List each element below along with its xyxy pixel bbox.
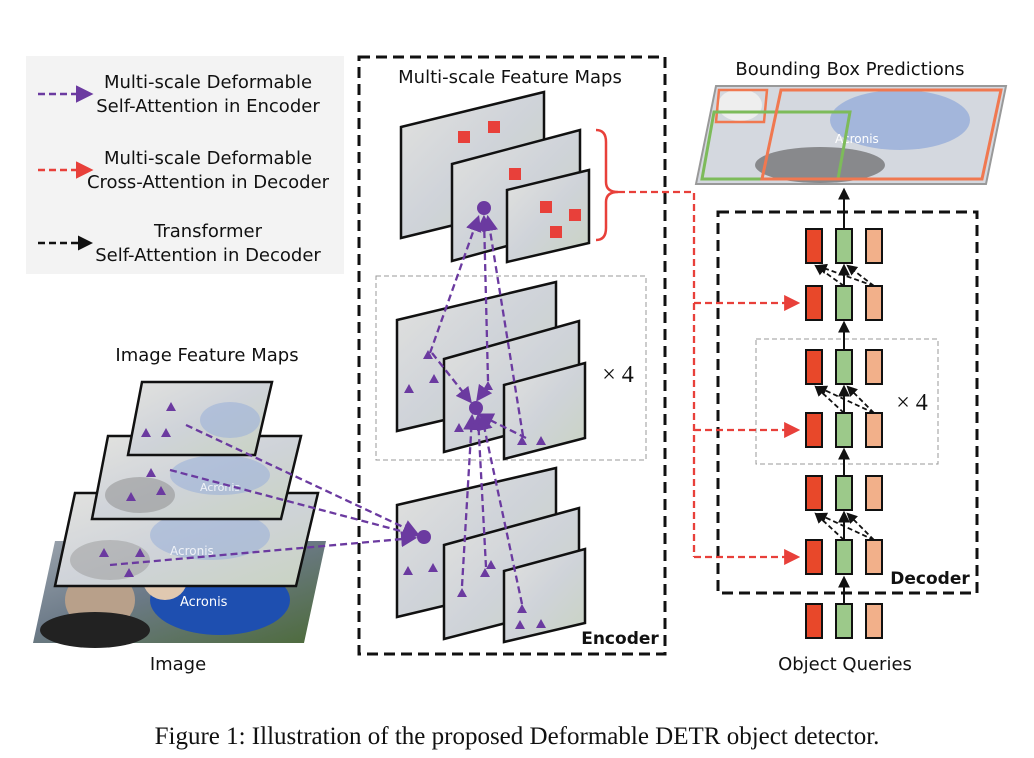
- object-queries-label: Object Queries: [778, 654, 912, 675]
- token-row: [805, 349, 883, 385]
- self-attention-arrows: [814, 263, 875, 541]
- bounding-box-predictions: Bounding Box Predictions Acronis: [694, 59, 1008, 185]
- encoder-label: Encoder: [581, 629, 659, 649]
- encoder-border: [357, 55, 667, 656]
- feature-maps-brace: [595, 128, 619, 242]
- cross-attention-arrows: [618, 190, 801, 566]
- figure-caption: Figure 1: Illustration of the proposed D…: [155, 723, 880, 750]
- feature-stack-middle: [395, 280, 587, 461]
- photo-logo-text: Acronis: [200, 481, 240, 494]
- photo-logo-text: Acronis: [180, 595, 228, 610]
- image-feature-maps-label: Image Feature Maps: [115, 345, 298, 366]
- legend-item-cross-attention: Multi-scale Deformable Cross-Attention i…: [38, 148, 330, 193]
- token-row: [805, 285, 883, 321]
- decoder-border: [716, 210, 979, 595]
- token-row: [805, 475, 883, 511]
- legend-label-line1: Multi-scale Deformable: [104, 148, 312, 169]
- image-feature-map-medium: Acronis: [90, 434, 303, 521]
- encoder-attention-arrows: [109, 214, 527, 605]
- sampling-points: [99, 402, 176, 577]
- bbox-large-orange: [760, 88, 1003, 181]
- image-feature-map-small: [126, 380, 274, 457]
- photo-logo-text: Acronis: [170, 544, 214, 558]
- decoder-label: Decoder: [890, 569, 970, 589]
- decoder-token-rows: [805, 228, 883, 639]
- encoder-repeat-box: [375, 275, 647, 461]
- decoder-sampling-points: [458, 121, 581, 238]
- token-row: [805, 412, 883, 448]
- encoder-points: [403, 201, 546, 629]
- legend-label-line2: Self-Attention in Encoder: [96, 96, 320, 117]
- legend-label-line1: Multi-scale Deformable: [104, 72, 312, 93]
- token-row: [805, 539, 883, 575]
- photo-logo-text: Acronis: [835, 132, 879, 146]
- token-row: [805, 228, 883, 264]
- decoder-repeat-box: [755, 338, 939, 465]
- decoder-block: Decoder × 4: [716, 210, 979, 595]
- image-label: Image: [150, 654, 206, 675]
- decoder-repeat-label: × 4: [896, 390, 928, 416]
- feature-stack-input: [395, 466, 587, 644]
- encoder-block: Multi-scale Feature Maps Encoder × 4: [357, 55, 667, 656]
- encoder-repeat-label: × 4: [602, 362, 634, 388]
- bounding-box-predictions-label: Bounding Box Predictions: [735, 59, 964, 80]
- image-feature-maps-group: Image Feature Maps Acronis Acronis Acron…: [33, 345, 326, 675]
- legend-label-line1: Transformer: [153, 221, 263, 242]
- legend: Multi-scale Deformable Self-Attention in…: [26, 56, 344, 274]
- legend-item-self-attention: Transformer Self-Attention in Decoder: [38, 221, 321, 266]
- multi-scale-feature-maps: [395, 90, 591, 644]
- legend-item-encoder-attention: Multi-scale Deformable Self-Attention in…: [38, 72, 320, 117]
- multi-scale-feature-maps-label: Multi-scale Feature Maps: [398, 67, 622, 88]
- object-queries-row: [805, 603, 883, 639]
- legend-label-line2: Cross-Attention in Decoder: [87, 172, 330, 193]
- legend-label-line2: Self-Attention in Decoder: [95, 245, 321, 266]
